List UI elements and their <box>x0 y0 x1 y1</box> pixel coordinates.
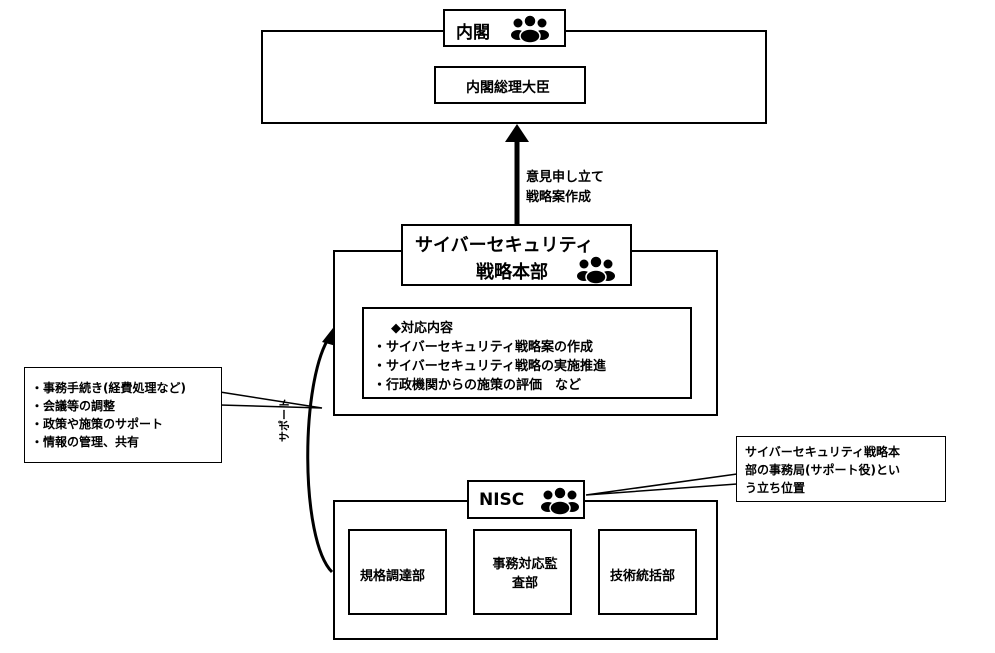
hq-title-line1: サイバーセキュリティ <box>415 235 594 256</box>
department-box: 技術統括部 <box>598 529 697 615</box>
people-group-icon <box>575 254 617 284</box>
department-label: 事務対応監 査部 <box>492 557 558 591</box>
department-box: 事務対応監 査部 <box>473 529 572 615</box>
cabinet-title-box: 内閣 <box>443 9 566 47</box>
support-item: ・政策や施策のサポート <box>31 417 164 431</box>
people-group-icon <box>539 485 581 515</box>
department-box: 規格調達部 <box>348 529 447 615</box>
support-callout-box: ・事務手続き(経費処理など) ・会議等の調整 ・政策や施策のサポート ・情報の管… <box>24 367 222 463</box>
support-item: ・会議等の調整 <box>31 399 116 413</box>
support-item: ・事務手続き(経費処理など) <box>31 381 186 395</box>
hq-content-item: ・行政機関からの施策の評価 など <box>373 378 582 393</box>
people-group-icon <box>509 13 551 43</box>
hq-content-heading: ◆対応内容 <box>391 321 453 336</box>
prime-minister-box: 内閣総理大臣 <box>434 66 586 104</box>
hq-content-box: ◆対応内容 ・サイバーセキュリティ戦略案の作成 ・サイバーセキュリティ戦略の実施… <box>362 307 692 399</box>
nisc-callout-box: サイバーセキュリティ戦略本 部の事務局(サポート役)とい う立ち位置 <box>736 436 946 502</box>
arrow-label-line2: 戦略案作成 <box>526 190 592 205</box>
support-curved-arrow <box>306 335 334 574</box>
hq-title-box: サイバーセキュリティ 戦略本部 <box>401 224 632 286</box>
support-vertical-label: サポート <box>278 398 291 442</box>
nisc-title-box: NISC <box>467 480 585 519</box>
support-arrowhead <box>322 328 336 346</box>
hq-content-item: ・サイバーセキュリティ戦略案の作成 <box>373 340 593 355</box>
hq-title-line2: 戦略本部 <box>476 262 548 283</box>
hq-to-cabinet-arrowhead <box>505 124 529 142</box>
department-label: 規格調達部 <box>360 569 426 584</box>
department-label: 技術統括部 <box>610 569 676 584</box>
support-item: ・情報の管理、共有 <box>31 435 140 449</box>
cabinet-title: 内閣 <box>456 23 490 43</box>
hq-content-item: ・サイバーセキュリティ戦略の実施推進 <box>373 359 606 374</box>
arrow-label-line1: 意見申し立て <box>526 170 605 185</box>
nisc-title: NISC <box>479 490 525 510</box>
prime-minister-label: 内閣総理大臣 <box>466 80 550 96</box>
support-callout-pointer <box>219 391 323 409</box>
nisc-callout-text: サイバーセキュリティ戦略本 部の事務局(サポート役)とい う立ち位置 <box>745 445 901 495</box>
nisc-callout-pointer <box>585 473 738 496</box>
